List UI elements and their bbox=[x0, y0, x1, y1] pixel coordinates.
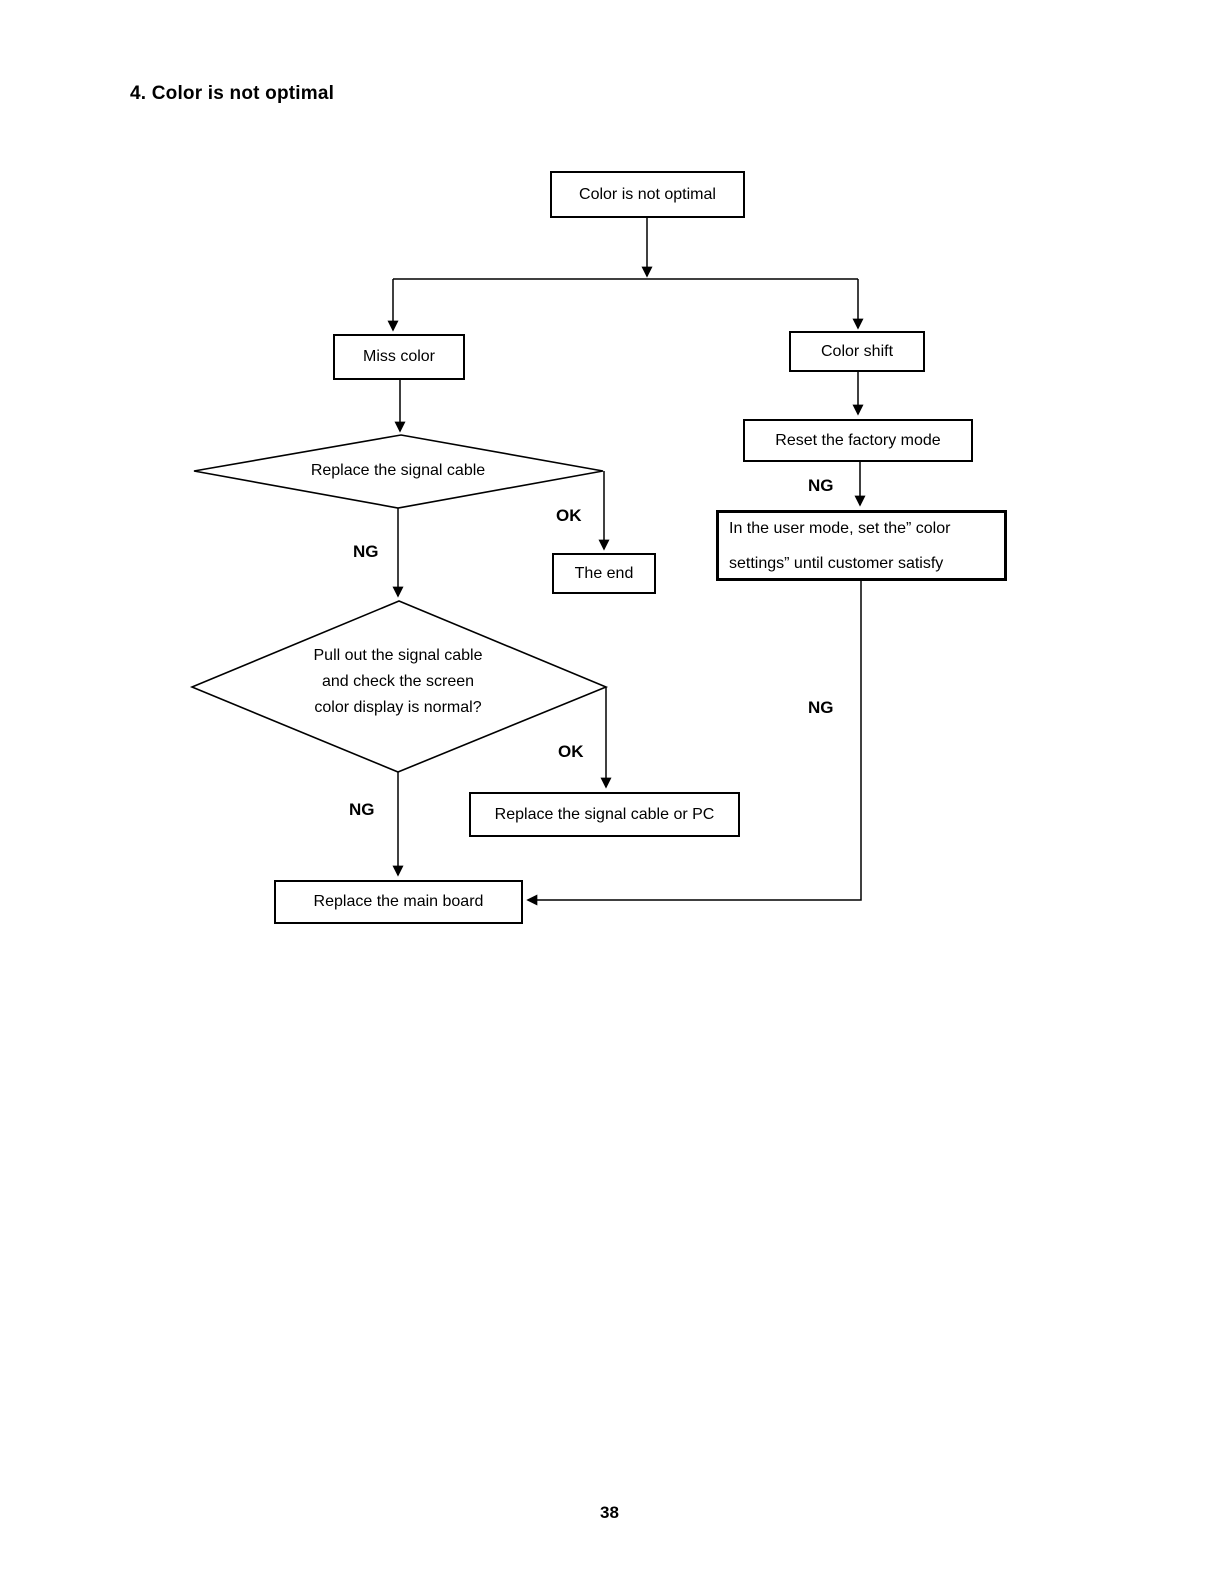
the-end-box: The end bbox=[552, 553, 656, 594]
page-number: 38 bbox=[600, 1503, 619, 1522]
user-mode-box-line1: In the user mode, set the” color bbox=[729, 519, 951, 537]
page-title: 4. Color is not optimal bbox=[130, 83, 335, 104]
replace-cable-pc-box: Replace the signal cable or PC bbox=[469, 792, 740, 837]
color-shift-box: Color shift bbox=[789, 331, 925, 372]
ok-label-pull-out: OK bbox=[558, 742, 584, 761]
replace-main-board-box: Replace the main board bbox=[274, 880, 523, 924]
decision-diamond-pull-out-signal-cable bbox=[189, 600, 609, 773]
user-mode-box: In the user mode, set the” color setting… bbox=[716, 510, 1007, 581]
ng-label-reset-factory: NG bbox=[808, 476, 834, 495]
connector-user-mode-ng-to-main-board bbox=[526, 581, 862, 906]
decision-diamond-replace-signal-cable bbox=[193, 434, 604, 509]
start-box: Color is not optimal bbox=[550, 171, 745, 218]
ng-label-user-mode: NG bbox=[808, 698, 834, 717]
ng-label-pull-out: NG bbox=[349, 800, 375, 819]
user-mode-box-line2: settings” until customer satisfy bbox=[729, 554, 944, 572]
ok-label-signal-cable: OK bbox=[556, 506, 582, 525]
reset-factory-box: Reset the factory mode bbox=[743, 419, 973, 462]
ng-label-signal-cable: NG bbox=[353, 542, 379, 561]
miss-color-box: Miss color bbox=[333, 334, 465, 380]
